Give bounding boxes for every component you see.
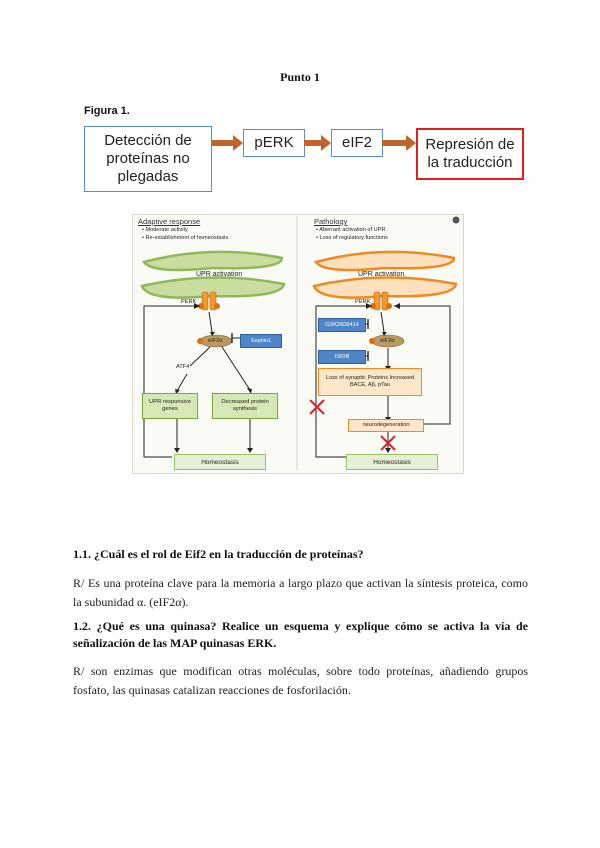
figure-label: Figura 1. (84, 105, 130, 117)
left-bullet-2: • Re-establishment of homeostasis (142, 235, 229, 241)
left-upr-label: UPR activation (196, 271, 243, 278)
atf4-label: ATF4 (176, 364, 190, 370)
flow-arrows (211, 135, 416, 151)
perk-receptor-right (370, 291, 392, 311)
right-perk-label: PERK (355, 299, 371, 305)
right-homeostasis-box: Homeostasis (346, 454, 438, 470)
zoom-icon (452, 216, 460, 224)
flow-box-perk: pERK (243, 129, 305, 157)
loss-synaptic-box: Loss of synaptic Proteins Increased BACE… (318, 368, 422, 396)
page-title: Punto 1 (280, 70, 320, 84)
cross-marks (309, 399, 396, 451)
neurodegeneration-box: neurodegeneration (348, 419, 424, 432)
left-homeostasis-box: Homeostasis (174, 454, 266, 470)
decreased-synthesis-box: Decreased protein synthesis (212, 393, 278, 419)
flow-box-detection: Detección de proteínas no plegadas (84, 126, 212, 192)
question-1-2: 1.2. ¿Qué es una quinasa? Realice un esq… (73, 619, 528, 651)
arrows-left (143, 305, 251, 458)
upr-genes-box: UPR responsive genes (142, 393, 198, 419)
right-bullet-1: • Aberrant activation of UPR (316, 227, 386, 233)
cross-mark-bottom (380, 435, 396, 451)
question-1-1: 1.1. ¿Cuál es el rol de Eif2 en la tradu… (73, 547, 364, 561)
right-eif2a-label: eIF2α (380, 338, 395, 344)
left-bullet-1: • Moderate activity (142, 227, 188, 233)
er-membrane-right (312, 250, 458, 299)
isrib-box: ISRIB (318, 350, 366, 364)
perk-receptor-left (198, 291, 220, 311)
cross-mark-left (309, 399, 325, 415)
left-eif2a-label: eIF2α (208, 338, 223, 344)
answer-1-2: R/ son enzimas que modifican otras moléc… (73, 664, 528, 697)
flow-box-eif2: eIF2 (331, 129, 383, 157)
right-panel-title: Pathology (314, 217, 348, 226)
answer-1-1: R/ Es una proteína clave para la memoria… (73, 576, 528, 609)
flow-box-repression: Represión de la traducción (416, 128, 524, 180)
left-panel-title: Adaptive response (138, 217, 201, 226)
arrows-right (315, 305, 451, 458)
flow-arrow-3 (382, 135, 416, 151)
flow-arrow-2 (304, 135, 331, 151)
gsk2606414-box: GSK2606414 (318, 318, 366, 332)
left-perk-label: PERK (181, 299, 197, 305)
right-upr-label: UPR activation (358, 271, 405, 278)
er-membrane-left (140, 250, 286, 299)
arrowheads-left (174, 303, 253, 453)
right-bullet-2: • Loss of regulatory functions (316, 235, 388, 241)
flow-arrow-1 (211, 135, 243, 151)
figure-drawing (140, 216, 460, 470)
sephin1-box: Sephin1 (240, 334, 282, 348)
